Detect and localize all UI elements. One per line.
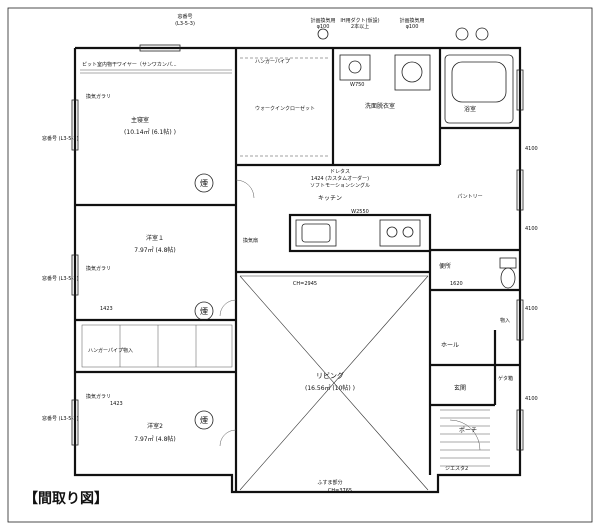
label-fan: 換気扇	[243, 237, 258, 244]
living-void-diagonals	[239, 275, 429, 491]
label-soft-motion: ソフトモーションシングル	[310, 182, 370, 189]
room-hall: ホール	[441, 342, 459, 349]
label-window-c: 窓番号 (L3-5-3)	[42, 415, 78, 422]
label-picture-rail: ピット室内物干ワイヤー（サンワカンパ...	[82, 61, 177, 68]
label-jisudaku: ジエスタ2	[445, 465, 468, 472]
fixtures	[80, 27, 517, 467]
windows	[71, 44, 524, 451]
room-west2-name: 洋室2	[147, 422, 163, 430]
label-size-2: 4100	[525, 226, 538, 232]
label-vent3b: φ100	[406, 24, 419, 30]
label-dresser-custom: 1424 (カスタムオーダー)	[311, 175, 369, 182]
room-kitchen: キッチン	[318, 195, 342, 202]
room-walkin: ウォークインクローゼット	[255, 105, 315, 112]
label-dresser-1423a: 1423	[100, 306, 113, 312]
label-eco-koro3: 換気ガラリ	[86, 393, 111, 400]
label-eco-koro: 換気ガラリ	[86, 93, 111, 100]
label-window-b: 窓番号 (L3-5-3)	[42, 275, 78, 282]
label-size-1: 4100	[525, 146, 538, 152]
walls	[73, 46, 522, 494]
room-labels: 主寝室 (10.14㎡ (6.1帖) ) 洋室１ 7.97㎡ (4.8帖) 洋室…	[124, 102, 483, 443]
label-vent3: 計画換気用	[399, 17, 424, 24]
room-entrance: 玄関	[454, 384, 466, 392]
label-size-3: 4100	[525, 306, 538, 312]
room-living-name: リビング	[316, 371, 344, 380]
room-living-area: (16.56㎡ (10帖) )	[305, 384, 355, 392]
room-west1-area: 7.97㎡ (4.8帖)	[134, 246, 176, 254]
label-w2550: W2550	[351, 209, 369, 215]
label-shoe-box: ゲタ箱	[498, 375, 513, 382]
label-fusuma-bottom: ふすま部分	[317, 479, 342, 486]
outer-frame	[7, 7, 593, 523]
label-vent1: 計画換気用	[310, 17, 335, 24]
label-size-4: 4100	[525, 396, 538, 402]
label-hanger-storage: ハンガーパイプ物入	[88, 347, 133, 354]
label-vent2: IH用ダクト(仮設)	[340, 17, 379, 24]
room-west2-area: 7.97㎡ (4.8帖)	[134, 435, 176, 443]
label-heater-1: 煙	[200, 179, 208, 188]
label-dresser-1620: 1620	[450, 281, 463, 287]
label-heater-3: 煙	[200, 416, 208, 425]
annotation-labels: 窓番号 (L3-5-3) ピット室内物干ワイヤー（サンワカンパ... ハンガーパ…	[42, 13, 538, 494]
room-washroom: 洗面脱衣室	[365, 102, 395, 110]
room-west1-name: 洋室１	[146, 234, 164, 242]
label-dresser-1423b: 1423	[110, 401, 123, 407]
label-ch3765: CH=3765	[328, 488, 352, 494]
room-master-area: (10.14㎡ (6.1帖) )	[124, 128, 176, 136]
label-heater-2: 煙	[200, 307, 208, 316]
label-vent2b: 2本以上	[351, 23, 369, 30]
plan-title: 【間取り図】	[22, 488, 110, 508]
label-window-top-code: (L3-5-3)	[175, 21, 195, 27]
room-pantry: パントリー	[457, 194, 482, 200]
room-master-name: 主寝室	[131, 116, 149, 124]
room-toilet: 便所	[439, 262, 451, 270]
label-w750: W750	[350, 82, 365, 88]
room-bath: 浴室	[464, 105, 476, 113]
label-eco-koro2: 換気ガラリ	[86, 265, 111, 272]
room-porch: ポーチ	[459, 426, 477, 434]
label-storage: 物入	[500, 317, 510, 324]
label-window-top: 窓番号	[177, 13, 192, 20]
label-vent1b: φ100	[317, 24, 330, 30]
label-hanger-pipe: ハンガーパイプ	[255, 58, 290, 65]
label-ch2945: CH=2945	[293, 281, 317, 287]
label-dresser-top: ドレタス	[330, 168, 350, 175]
label-window-a: 窓番号 (L3-5-3)	[42, 135, 78, 142]
